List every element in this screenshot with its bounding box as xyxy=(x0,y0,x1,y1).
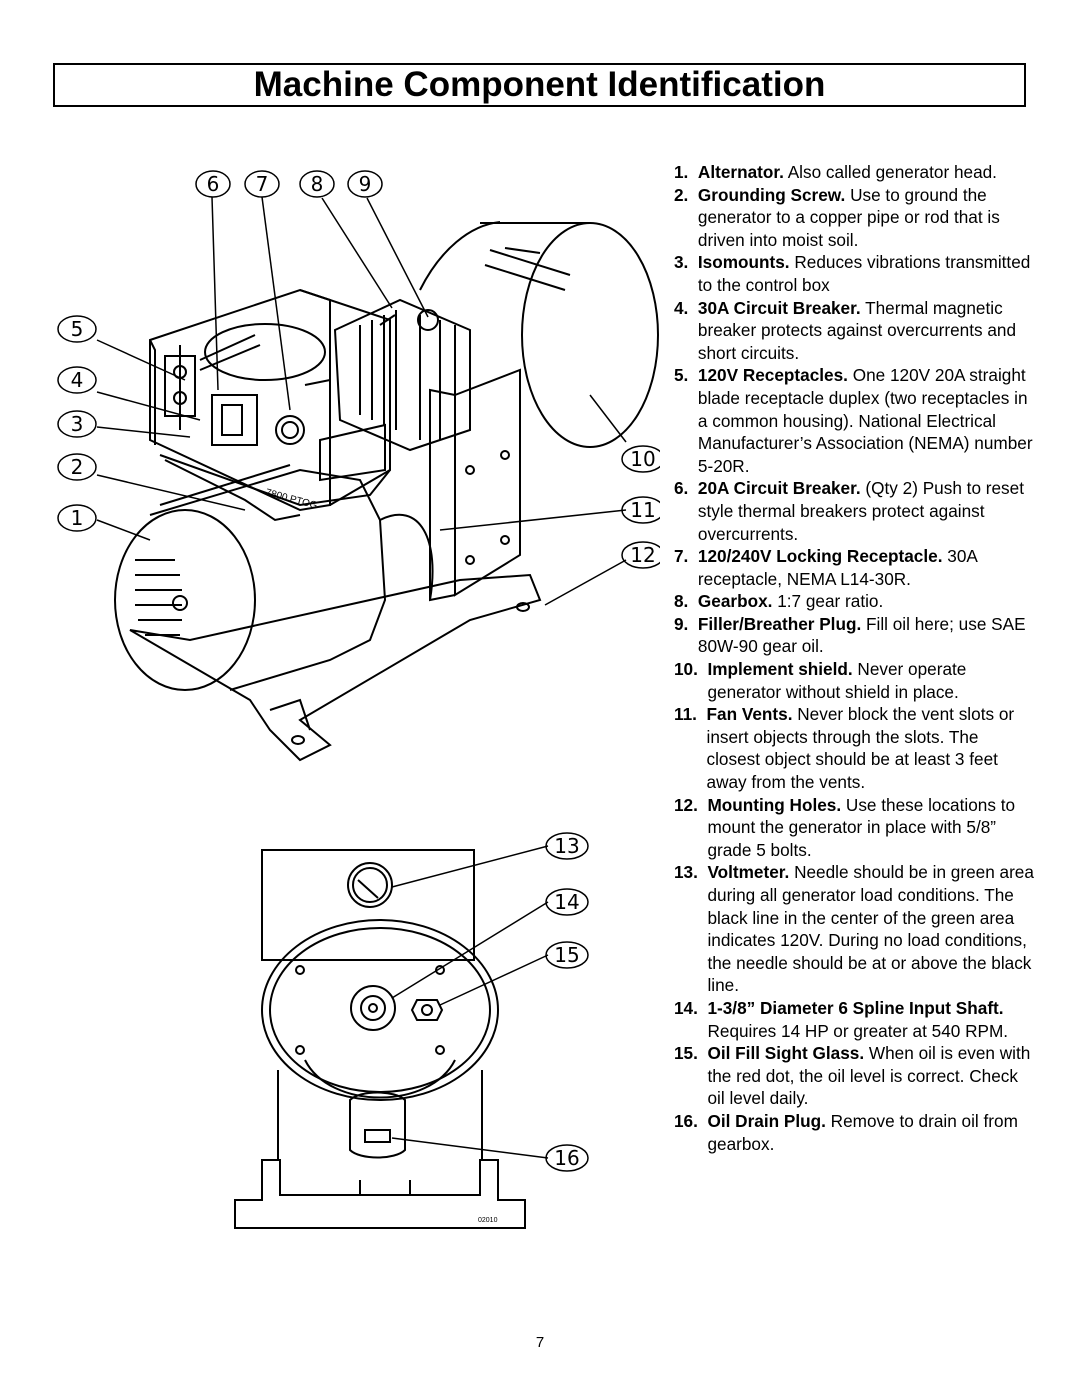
callout-14: 14 xyxy=(554,890,579,914)
legend-item: 7. 120/240V Locking Receptacle. 30A rece… xyxy=(674,545,1034,590)
page-number: 7 xyxy=(535,1334,545,1351)
legend-item: 8. Gearbox. 1:7 gear ratio. xyxy=(674,590,1034,613)
legend-number: 15. xyxy=(674,1043,698,1064)
legend-desc: Never block the vent slots or insert obj… xyxy=(706,704,1015,793)
legend-number: 14. xyxy=(674,997,698,1018)
legend-item: 12. Mounting Holes. Use these locations … xyxy=(674,794,1034,862)
legend-number: 11. xyxy=(674,704,697,725)
legend-desc: Requires 14 HP or greater at 540 RPM. xyxy=(707,1020,1009,1041)
callout-10: 10 xyxy=(630,447,655,471)
legend-term: Isomounts. xyxy=(697,252,790,273)
callout-1: 1 xyxy=(71,506,84,530)
legend-term: Voltmeter. xyxy=(707,862,790,883)
callout-8: 8 xyxy=(311,172,324,196)
callout-ovals xyxy=(57,170,660,1172)
legend-number: 9. xyxy=(674,613,689,634)
legend-number: 10. xyxy=(674,659,698,680)
legend-desc: Use these locations to mount the generat… xyxy=(707,794,1016,860)
gearbox-fins xyxy=(333,298,471,452)
legend-term: Alternator. xyxy=(697,162,784,182)
drawing-number: 02010 xyxy=(478,1217,498,1224)
base-plate xyxy=(129,573,542,762)
legend-item: 14. 1-3/8” Diameter 6 Spline Input Shaft… xyxy=(674,997,1034,1042)
legend-desc: When oil is even with the red dot, the o… xyxy=(707,1043,1031,1109)
alternator-body xyxy=(114,464,434,691)
legend-term: Fan Vents. xyxy=(706,704,793,725)
title-box: Machine Component Identification xyxy=(53,63,1026,107)
legend-item: 15. Oil Fill Sight Glass. When oil is ev… xyxy=(674,1042,1034,1110)
legend-item: 2. Grounding Screw. Use to ground the ge… xyxy=(674,184,1034,252)
legend-desc: Thermal magnetic breaker protects agains… xyxy=(697,297,1017,363)
legend-term: Grounding Screw. xyxy=(697,184,846,205)
callout-6: 6 xyxy=(207,172,220,196)
legend-number: 1. xyxy=(674,162,689,182)
callout-12: 12 xyxy=(630,543,655,567)
legend-desc: (Qty 2) Push to reset style thermal brea… xyxy=(697,478,1024,544)
legend-item: 13. Voltmeter. Needle should be in green… xyxy=(674,861,1034,997)
legend-number: 8. xyxy=(674,591,689,612)
callout-7: 7 xyxy=(256,172,269,196)
legend-item: 10. Implement shield. Never operate gene… xyxy=(674,658,1034,703)
legend-desc: Reduces vibrations transmitted to the co… xyxy=(697,252,1031,295)
legend-item: 3. Isomounts. Reduces vibrations transmi… xyxy=(674,251,1034,296)
callout-11: 11 xyxy=(630,498,655,522)
legend-item: 4. 30A Circuit Breaker. Thermal magnetic… xyxy=(674,297,1034,365)
legend-desc: One 120V 20A straight blade receptacle d… xyxy=(697,365,1033,476)
legend-term: 20A Circuit Breaker. xyxy=(697,478,861,499)
callout-16: 16 xyxy=(554,1146,579,1170)
legend-term: Filler/Breather Plug. xyxy=(697,613,862,634)
legend-number: 12. xyxy=(674,794,698,815)
legend-item: 11. Fan Vents. Never block the vent slot… xyxy=(674,703,1034,793)
legend-term: Oil Drain Plug. xyxy=(707,1110,826,1131)
callout-9: 9 xyxy=(359,172,372,196)
legend-number: 2. xyxy=(674,184,689,205)
legend-number: 6. xyxy=(674,478,689,499)
legend-term: Mounting Holes. xyxy=(707,794,842,815)
legend-item: 6. 20A Circuit Breaker. (Qty 2) Push to … xyxy=(674,477,1034,545)
legend-desc: Use to ground the generator to a copper … xyxy=(697,184,1000,250)
legend-term: Implement shield. xyxy=(707,659,853,680)
legend-desc: Also called generator head. xyxy=(787,162,997,182)
legend-term: Oil Fill Sight Glass. xyxy=(707,1043,865,1064)
legend-item: 1. Alternator. Also called generator hea… xyxy=(674,161,1034,184)
legend-term: 120/240V Locking Receptacle. xyxy=(697,546,943,567)
legend-number: 5. xyxy=(674,365,689,386)
legend-term: 120V Receptacles. xyxy=(697,365,848,386)
legend-desc: 1:7 gear ratio. xyxy=(777,591,884,612)
callout-13: 13 xyxy=(554,834,579,858)
generator-diagram: 7800 PTOG xyxy=(57,170,660,1229)
callout-5: 5 xyxy=(71,317,84,341)
legend-number: 16. xyxy=(674,1110,698,1131)
legend-desc: Never operate generator without shield i… xyxy=(707,659,967,702)
legend-desc: Remove to drain oil from gearbox. xyxy=(707,1110,1018,1154)
legend-item: 16. Oil Drain Plug. Remove to drain oil … xyxy=(674,1110,1034,1155)
legend-number: 3. xyxy=(674,252,689,273)
gearbox-plate xyxy=(429,368,521,602)
leader-lines-bottom xyxy=(391,845,549,1159)
implement-shield xyxy=(419,221,659,448)
legend-number: 4. xyxy=(674,297,689,318)
callout-2: 2 xyxy=(71,455,84,479)
page-title: Machine Component Identification xyxy=(253,65,826,104)
legend-item: 5. 120V Receptacles. One 120V 20A straig… xyxy=(674,364,1034,477)
legend-term: 1-3/8” Diameter 6 Spline Input Shaft. xyxy=(707,997,1004,1018)
legend-term: Gearbox. xyxy=(697,591,773,612)
legend-desc: 30A receptacle, NEMA L14-30R. xyxy=(697,546,977,589)
callout-15: 15 xyxy=(554,943,579,967)
nameplate-text: 7800 PTOG xyxy=(264,487,318,511)
legend-desc: Fill oil here; use SAE 80W-90 gear oil. xyxy=(697,613,1026,657)
legend-number: 7. xyxy=(674,546,689,567)
callout-3: 3 xyxy=(71,412,84,436)
component-legend: 1. Alternator. Also called generator hea… xyxy=(674,161,1034,1155)
legend-term: 30A Circuit Breaker. xyxy=(697,297,861,318)
gearbox-end-view xyxy=(234,849,526,1229)
leader-lines-top xyxy=(96,196,627,606)
legend-item: 9. Filler/Breather Plug. Fill oil here; … xyxy=(674,613,1034,658)
legend-desc: Needle should be in green area during al… xyxy=(707,862,1034,996)
callout-4: 4 xyxy=(71,368,84,392)
legend-number: 13. xyxy=(674,862,698,883)
control-box xyxy=(149,288,391,522)
